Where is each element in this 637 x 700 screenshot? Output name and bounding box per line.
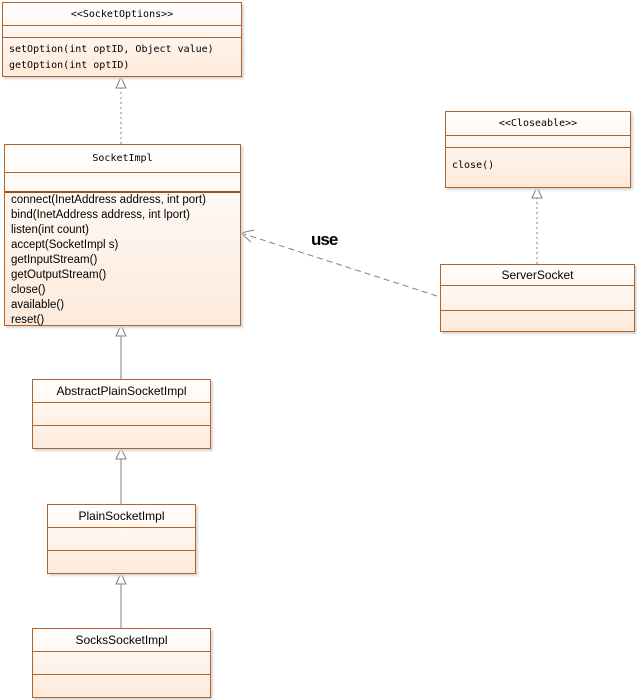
operation: available() [11, 299, 65, 311]
class-closeable[interactable]: <<Closeable>> close() [445, 111, 631, 188]
class-server-socket[interactable]: ServerSocket [440, 264, 635, 332]
operations-compartment: connect(InetAddress address, int port) b… [5, 193, 240, 330]
class-name: PlainSocketImpl [48, 505, 195, 528]
class-name: ServerSocket [441, 265, 634, 286]
operation: close() [11, 284, 46, 296]
generalization-arrowhead [115, 446, 127, 460]
class-name: <<Closeable>> [446, 112, 630, 136]
operation: getOption(int optID) [9, 60, 130, 71]
use-label: use [311, 230, 338, 249]
realization-arrowhead [115, 75, 127, 89]
attributes-compartment [48, 528, 195, 551]
attributes-compartment [3, 26, 241, 38]
class-name: AbstractPlainSocketImpl [33, 380, 210, 403]
class-name: <<SocketOptions>> [3, 3, 241, 26]
operation: listen(int count) [11, 224, 89, 236]
operation: reset() [11, 314, 45, 326]
generalization-arrowhead [115, 571, 127, 585]
attributes-compartment [441, 286, 634, 311]
class-abstract-plain-socket-impl[interactable]: AbstractPlainSocketImpl [32, 379, 211, 449]
class-socket-options[interactable]: <<SocketOptions>> setOption(int optID, O… [2, 2, 242, 77]
attributes-compartment [33, 652, 210, 675]
operation: accept(SocketImpl s) [11, 239, 119, 251]
attributes-compartment [446, 136, 630, 148]
operation: setOption(int optID, Object value) [9, 44, 214, 55]
attributes-compartment [33, 403, 210, 426]
dependency-arrowhead [239, 229, 255, 243]
operations-compartment: setOption(int optID, Object value) getOp… [3, 38, 241, 76]
realization-arrowhead [531, 185, 543, 199]
class-name: SocksSocketImpl [33, 629, 210, 652]
operation: bind(InetAddress address, int lport) [11, 209, 190, 221]
class-plain-socket-impl[interactable]: PlainSocketImpl [47, 504, 196, 574]
dependency-use-edge [240, 232, 438, 297]
operation: connect(InetAddress address, int port) [11, 194, 206, 206]
operation: getOutputStream() [11, 269, 107, 281]
attributes-compartment [5, 173, 240, 193]
class-socks-socket-impl[interactable]: SocksSocketImpl [32, 628, 211, 698]
class-socket-impl[interactable]: SocketImpl connect(InetAddress address, … [4, 144, 241, 326]
generalization-arrowhead [115, 323, 127, 337]
operation: getInputStream() [11, 254, 98, 266]
operation: close() [452, 160, 495, 171]
operations-compartment: close() [446, 148, 630, 176]
class-name: SocketImpl [5, 145, 240, 173]
